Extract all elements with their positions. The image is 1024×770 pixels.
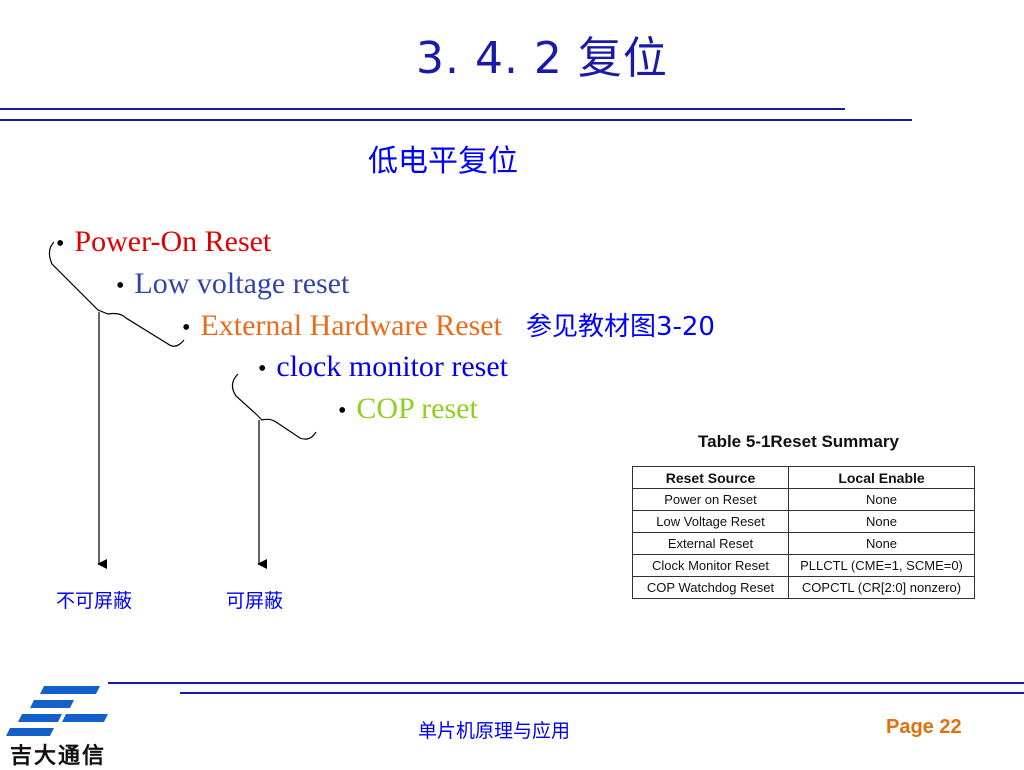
reset-table-caption: Table 5-1Reset Summary (698, 432, 899, 451)
table-row: External Reset None (632, 532, 975, 555)
bullet-cop-reset: • COP reset (338, 391, 478, 429)
table-cell: None (788, 532, 975, 555)
bullet-low-voltage-reset: • Low voltage reset (116, 266, 349, 304)
table-row: Clock Monitor Reset PLLCTL (CME=1, SCME=… (632, 554, 975, 577)
table-cell: PLLCTL (CME=1, SCME=0) (788, 554, 975, 577)
table-row: Low Voltage Reset None (632, 510, 975, 533)
table-cell: COP Watchdog Reset (632, 576, 789, 599)
brand-logo-icon (6, 686, 108, 736)
bullet-dot: • (56, 231, 65, 257)
maskable-caption: 可屏蔽 (226, 590, 284, 612)
slide-title: 3. 4. 2 复位 (416, 33, 668, 84)
header-reset-source: Reset Source (632, 466, 789, 489)
table-cell: External Reset (632, 532, 789, 555)
table-cell: COPCTL (CR[2:0] nonzero) (788, 576, 975, 599)
reference-note: 参见教材图3-20 (525, 312, 715, 342)
footer-rule-upper (108, 682, 1024, 684)
bullet-text: External Hardware Reset (200, 309, 502, 342)
table-cell: Clock Monitor Reset (632, 554, 789, 577)
table-row: COP Watchdog Reset COPCTL (CR[2:0] nonze… (632, 576, 975, 599)
bullet-dot: • (182, 315, 191, 341)
table-cell: Low Voltage Reset (632, 510, 789, 533)
page-number: Page 22 (886, 716, 962, 739)
bullet-text: Power-On Reset (74, 225, 272, 258)
bullet-text: Low voltage reset (134, 267, 350, 300)
table-header-row: Reset Source Local Enable (632, 466, 975, 489)
table-cell: None (788, 510, 975, 533)
header-local-enable: Local Enable (788, 466, 975, 489)
bullet-dot: • (258, 356, 267, 382)
bullet-text: clock monitor reset (276, 350, 508, 383)
bullet-dot: • (116, 273, 125, 299)
page-number-value: 22 (939, 716, 962, 738)
bullet-text: COP reset (356, 392, 478, 425)
footer-rule-lower (180, 692, 1024, 694)
non-maskable-caption: 不可屏蔽 (56, 590, 133, 612)
table-row: Power on Reset None (632, 488, 975, 511)
table-cell: None (788, 488, 975, 511)
bullet-power-on-reset: • Power-On Reset (56, 224, 271, 262)
bullet-dot: • (338, 398, 347, 424)
reset-summary-table: Reset Source Local Enable Power on Reset… (632, 466, 975, 599)
table-cell: Power on Reset (632, 488, 789, 511)
slide-subtitle: 低电平复位 (368, 144, 518, 179)
bullet-clock-monitor-reset: • clock monitor reset (258, 349, 508, 387)
brand-name: 吉大通信 (10, 744, 107, 769)
title-rule-lower (0, 119, 912, 121)
bullet-external-hardware-reset: • External Hardware Reset 参见教材图3-20 (182, 308, 715, 346)
page-label: Page (886, 716, 934, 738)
maskable-brace (231, 373, 317, 440)
non-maskable-brace (48, 241, 185, 347)
course-name: 单片机原理与应用 (418, 720, 571, 742)
title-rule-upper (0, 108, 845, 110)
